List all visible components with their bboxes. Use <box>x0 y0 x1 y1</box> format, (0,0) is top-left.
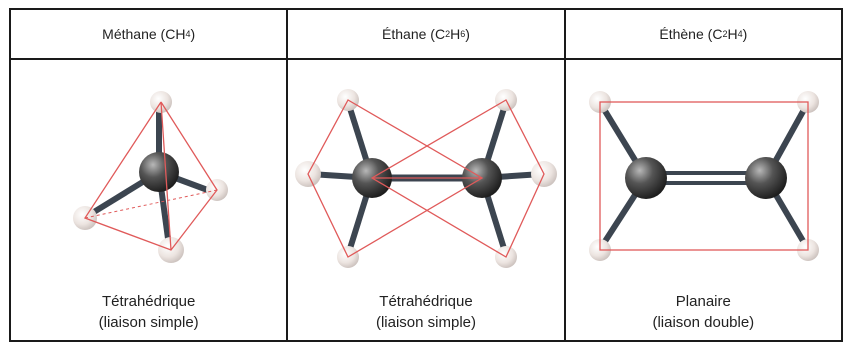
ethene-formula-c: C <box>712 26 723 42</box>
methane-title-end: ) <box>190 26 196 42</box>
ethane-molecule-diagram <box>295 89 558 268</box>
ethene-carbon-right <box>744 157 787 199</box>
ethene-formula-c-sub: 2 <box>722 29 728 39</box>
ethene-caption-bond: (liaison double) <box>652 314 755 331</box>
methane-tetrahedron-outline <box>84 101 218 251</box>
ethene-title: Éthène ( <box>659 26 713 42</box>
ethane-caption-bond: (liaison simple) <box>375 314 476 331</box>
methane-caption: Tétrahédrique (liaison simple) <box>11 291 286 333</box>
ethane-formula-c-sub: 2 <box>445 29 451 39</box>
ethene-carbon-left <box>624 157 667 199</box>
ethane-formula-c: C <box>434 26 446 42</box>
methane-formula-sub: 4 <box>185 29 191 39</box>
ethene-formula-h-sub: 4 <box>737 29 743 39</box>
ethane-caption: Tétrahédrique (liaison simple) <box>288 291 563 333</box>
ethane-formula-h: H <box>450 26 461 42</box>
ethane-caption-geometry: Tétrahédrique <box>379 293 473 310</box>
ethene-caption: Planaire (liaison double) <box>566 291 841 333</box>
ethene-title-end: ) <box>742 26 748 42</box>
ethane-left-tetrahedron <box>307 99 484 258</box>
ethane-formula-h-sub: 6 <box>460 29 466 39</box>
ethane-right-tetrahedron <box>371 99 546 258</box>
methane-caption-bond: (liaison simple) <box>98 314 199 331</box>
methane-formula-c: CH <box>165 26 186 42</box>
ethane-title-end: ) <box>465 26 470 42</box>
methane-body: Tétrahédrique (liaison simple) <box>11 60 286 340</box>
methane-molecule-diagram <box>73 91 228 263</box>
ethene-formula-h: H <box>727 26 738 42</box>
ethane-title: Éthane ( <box>382 26 435 42</box>
methane-carbon <box>139 152 179 192</box>
ethene-caption-geometry: Planaire <box>675 293 731 310</box>
ethane-body: Tétrahédrique (liaison simple) <box>288 60 563 340</box>
ethene-body: Planaire (liaison double) <box>566 60 841 340</box>
ethene-planar-outline <box>599 101 809 251</box>
methane-caption-geometry: Tétrahédrique <box>101 293 196 310</box>
methane-title: Méthane ( <box>102 26 166 42</box>
methane-tetrahedron-hidden-edge <box>84 189 218 219</box>
ethene-molecule-diagram <box>588 91 819 261</box>
